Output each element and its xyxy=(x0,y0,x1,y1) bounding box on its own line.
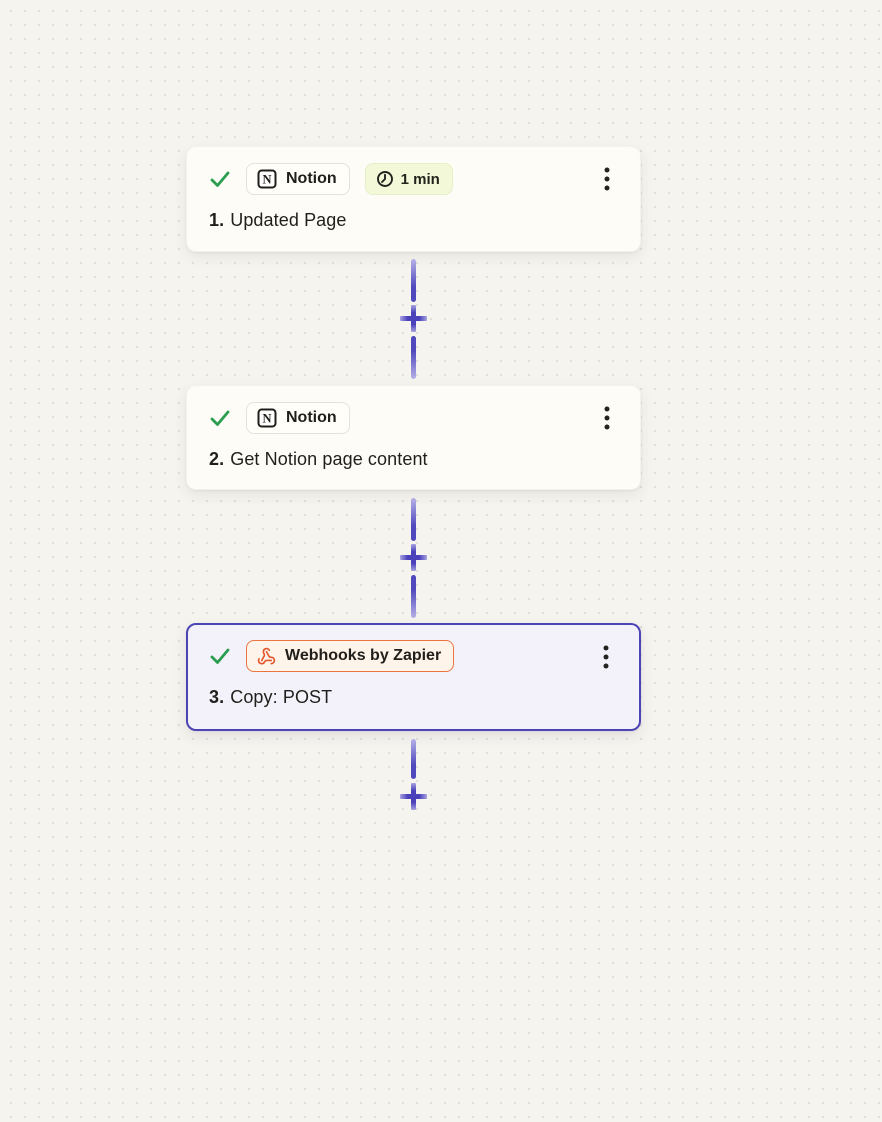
kebab-menu-icon xyxy=(604,406,610,430)
app-pill-notion[interactable]: N Notion xyxy=(246,163,350,195)
webhook-icon xyxy=(257,647,276,666)
step-number: 2. xyxy=(209,449,225,469)
app-pill-label: Webhooks by Zapier xyxy=(285,647,442,664)
step-2-header-row: N Notion xyxy=(209,402,616,434)
step-title: 2.Get Notion page content xyxy=(209,449,616,470)
step-menu-button[interactable] xyxy=(595,641,617,673)
notion-icon: N xyxy=(257,408,277,428)
step-title: 1.Updated Page xyxy=(209,210,616,231)
duration-label: 1 min xyxy=(400,170,440,188)
add-step-button[interactable] xyxy=(400,783,427,810)
connector-line xyxy=(411,498,416,541)
add-step-button[interactable] xyxy=(400,544,427,571)
step-card-2[interactable]: N Notion 2.Get Notion page content xyxy=(186,385,641,490)
clock-icon xyxy=(376,170,394,188)
step-card-1[interactable]: N Notion 1 min 1.U xyxy=(186,146,641,252)
kebab-menu-icon xyxy=(604,167,610,191)
step-title-text: Get Notion page content xyxy=(230,449,428,469)
kebab-menu-icon xyxy=(603,645,609,669)
app-pill-label: Notion xyxy=(286,409,337,426)
svg-text:N: N xyxy=(262,412,271,426)
connector-line xyxy=(411,259,416,302)
duration-badge[interactable]: 1 min xyxy=(364,163,453,195)
app-pill-notion[interactable]: N Notion xyxy=(246,402,350,434)
connector-line xyxy=(411,575,416,618)
step-title-text: Updated Page xyxy=(230,210,347,230)
notion-icon: N xyxy=(257,169,277,189)
add-step-button[interactable] xyxy=(400,305,427,332)
step-title: 3.Copy: POST xyxy=(209,687,616,708)
connector-line xyxy=(411,739,416,779)
connector-line xyxy=(411,336,416,379)
step-card-3[interactable]: Webhooks by Zapier 3.Copy: POST xyxy=(186,623,641,731)
step-menu-button[interactable] xyxy=(596,163,618,195)
step-number: 1. xyxy=(209,210,225,230)
success-check-icon xyxy=(209,646,231,666)
step-menu-button[interactable] xyxy=(596,402,618,434)
step-number: 3. xyxy=(209,687,225,707)
step-3-header-row: Webhooks by Zapier xyxy=(209,640,616,672)
success-check-icon xyxy=(209,408,231,428)
app-pill-webhooks[interactable]: Webhooks by Zapier xyxy=(246,640,455,672)
svg-text:N: N xyxy=(262,173,271,187)
app-pill-label: Notion xyxy=(286,170,337,187)
step-title-text: Copy: POST xyxy=(230,687,333,707)
success-check-icon xyxy=(209,169,231,189)
step-1-header-row: N Notion 1 min xyxy=(209,163,616,195)
